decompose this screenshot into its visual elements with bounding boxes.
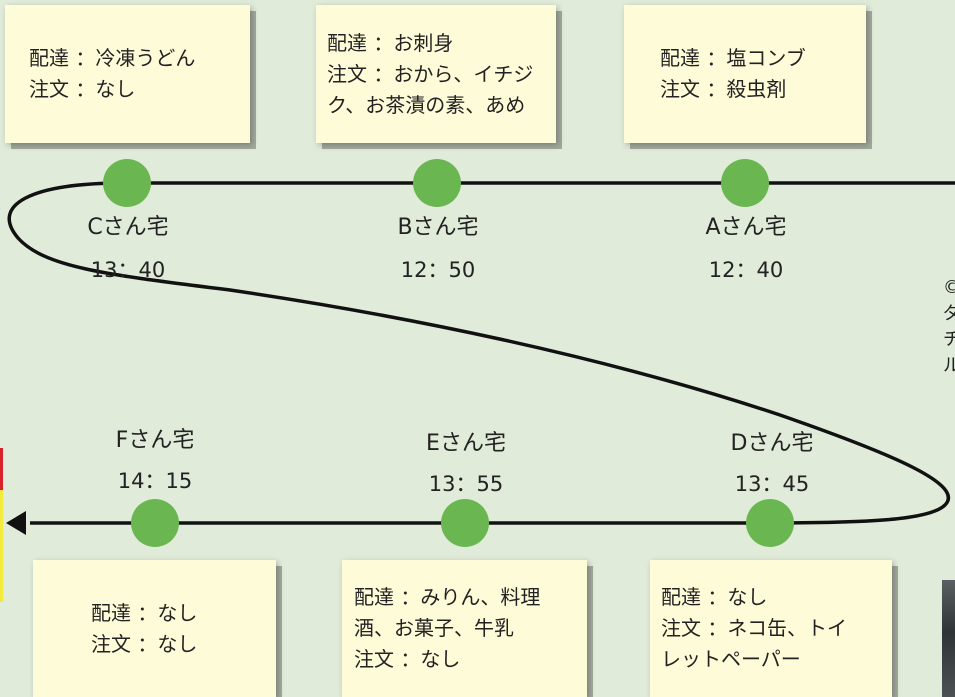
stop-dot-e	[441, 499, 489, 547]
stop-dot-d	[746, 499, 794, 547]
route-line	[7, 181, 955, 525]
delivery-text: 配達 ：みりん、料理 酒、お菓子、牛乳	[354, 585, 541, 640]
stop-name-c: Cさん宅	[87, 215, 169, 240]
order-text: 注文 ：殺虫剤	[660, 77, 787, 101]
stop-dot-f	[131, 499, 179, 547]
stop-time-b: 12：50	[400, 258, 476, 282]
stop-name-e: Eさん宅	[426, 431, 506, 456]
stop-card-b: 配達 ：お刺身 注文 ：おから、イチジ ク、お茶漬の素、あめ	[316, 5, 556, 143]
stop-card-f: 配達 ：なし 注文 ：なし	[33, 560, 276, 697]
edge-caption-line: ダ	[943, 303, 955, 324]
order-text: 注文 ：なし	[91, 631, 198, 656]
stop-card-e: 配達 ：みりん、料理 酒、お菓子、牛乳 注文 ：なし	[342, 560, 587, 697]
stop-time-e: 13：55	[428, 472, 504, 496]
stop-card-a: 配達 ：塩コンブ 注文 ：殺虫剤	[624, 5, 866, 143]
stop-dot-a	[721, 159, 769, 207]
stop-name-b: Bさん宅	[397, 215, 479, 240]
stop-time-a: 12：40	[708, 258, 784, 282]
delivery-text: 配達 ：塩コンブ	[660, 46, 806, 70]
stop-card-d: 配達 ：なし 注文 ：ネコ缶、トイ レットペーパー	[650, 560, 892, 697]
stop-time-d: 13：45	[734, 472, 810, 496]
stop-time-c: 13：40	[90, 258, 166, 282]
edge-caption-line: ル	[943, 355, 955, 376]
delivery-text: 配達 ：冷凍うどん	[29, 46, 196, 70]
stop-dot-c	[103, 159, 151, 207]
edge-yellow-bar	[0, 490, 3, 602]
delivery-text: 配達 ：お刺身	[327, 30, 454, 55]
stop-name-d: Dさん宅	[730, 431, 814, 456]
stop-time-f: 14：15	[117, 469, 193, 493]
stop-name-a: Aさん宅	[705, 215, 787, 240]
photo-thumbnail	[942, 580, 955, 697]
stop-name-f: Fさん宅	[115, 428, 195, 453]
route-arrowhead-icon	[6, 511, 26, 535]
stop-dot-b	[413, 159, 461, 207]
edge-caption-line: チ	[943, 329, 955, 350]
order-text: 注文 ：おから、イチジ ク、お茶漬の素、あめ	[327, 61, 534, 117]
order-text: 注文 ：なし	[29, 77, 136, 101]
delivery-text: 配達 ：なし	[91, 600, 198, 625]
order-text: 注文 ：ネコ缶、トイ レットペーパー	[661, 616, 847, 671]
edge-red-bar	[0, 448, 3, 490]
stop-card-c: 配達 ：冷凍うどん 注文 ：なし	[5, 5, 250, 143]
edge-caption-line: ©	[943, 277, 955, 298]
delivery-text: 配達 ：なし	[661, 585, 768, 609]
order-text: 注文 ：なし	[354, 647, 461, 671]
